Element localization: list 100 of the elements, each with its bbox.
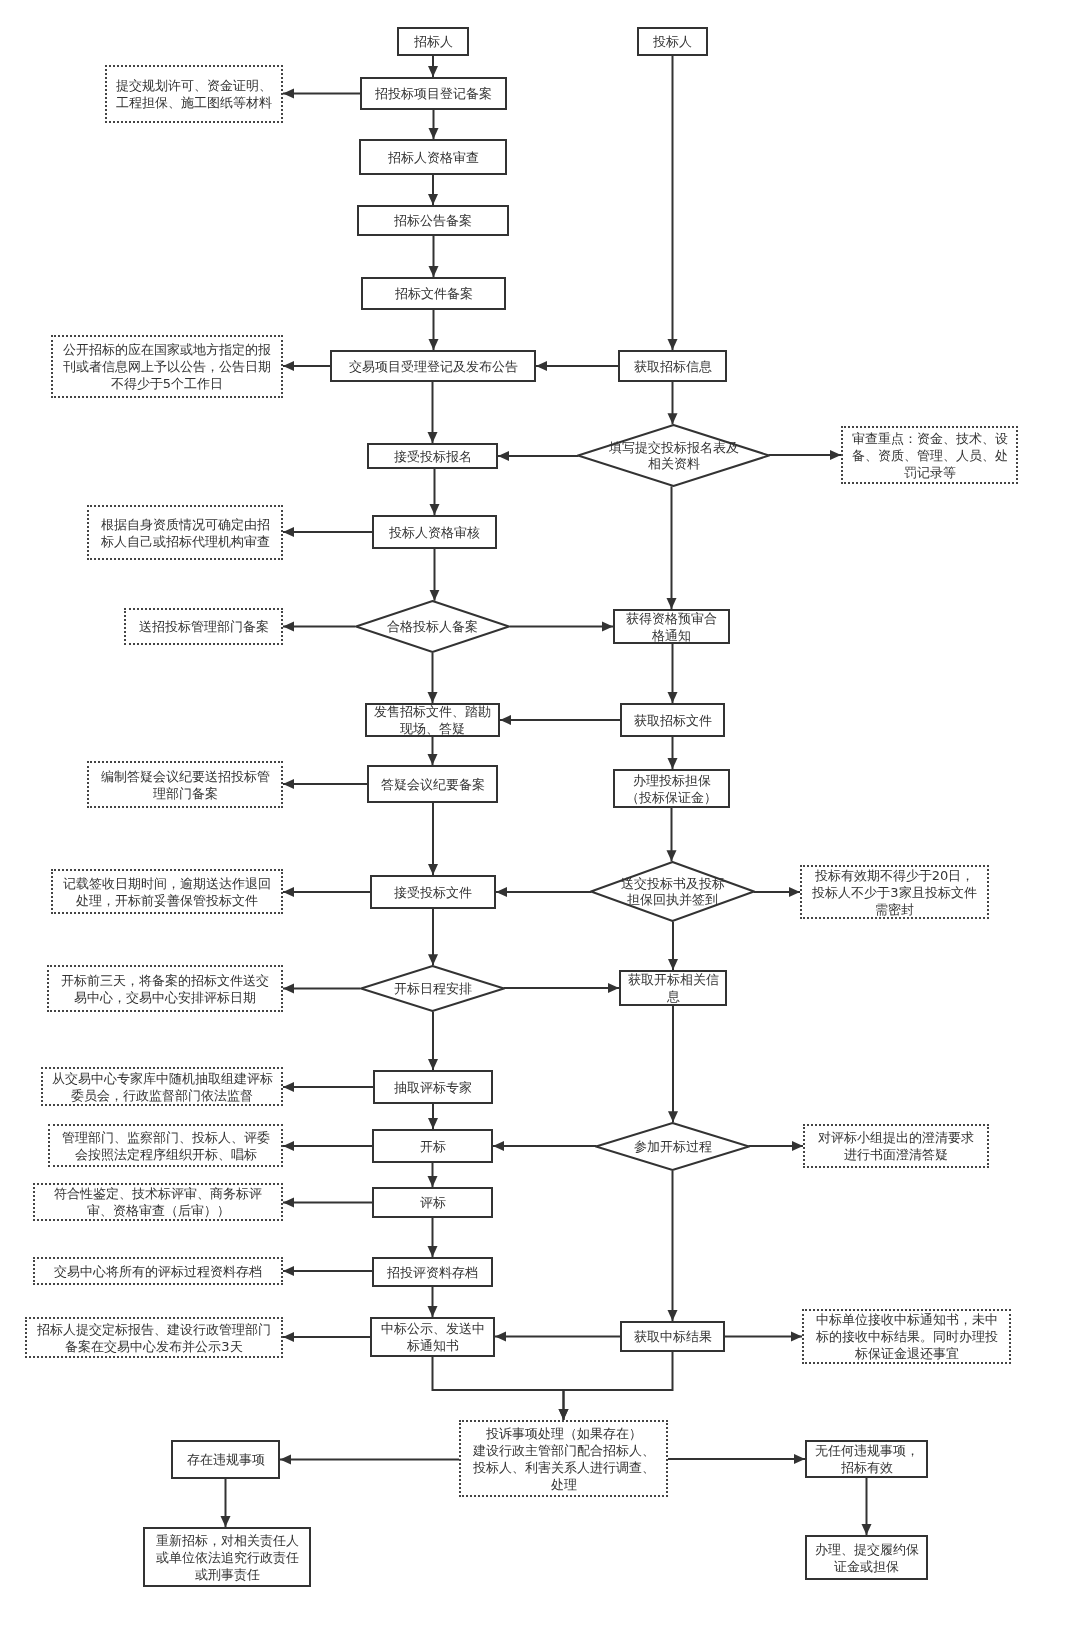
arrow (279, 1454, 460, 1465)
arrow (492, 1141, 598, 1151)
arrow (427, 1217, 438, 1258)
process-box (171, 1440, 280, 1479)
arrow (724, 1331, 803, 1342)
note-box (87, 505, 283, 560)
note-box (33, 1183, 283, 1221)
note-box (105, 65, 283, 123)
arrow (428, 309, 439, 351)
step-label: 招投标项目登记备案 (375, 85, 492, 102)
arrow (499, 715, 621, 725)
process-box (613, 609, 730, 644)
decision-diamond (577, 424, 770, 487)
arrow (668, 920, 678, 971)
arrow (429, 548, 440, 602)
note-box (124, 608, 283, 645)
step-label: 答疑会议纪要备案 (380, 775, 485, 793)
step-label: 投标人 (653, 33, 692, 50)
process-box (397, 27, 469, 56)
note-text: 符合性鉴定、技术标评审、商务标评审、资格审查（后审）） (53, 1185, 263, 1219)
arrow (428, 235, 439, 278)
decision-diamond (360, 965, 505, 1012)
arrow (667, 1170, 678, 1322)
arrow (282, 1141, 373, 1151)
arrow (428, 908, 438, 967)
arrow (666, 485, 677, 610)
arrow (502, 983, 620, 993)
step-label: 存在违规事项 (186, 1451, 265, 1468)
arrow (667, 643, 678, 704)
note-text: 送招投标管理部门备案 (138, 618, 269, 635)
process-box (367, 443, 498, 469)
note-text: 招标人提交定标报告、建设行政管理部门备案在交易中心发布并公示3天 (36, 1320, 272, 1355)
step-label: 获取招标信息 (633, 357, 712, 375)
note-text: 管理部门、监察部门、投标人、评委会按照法定程序组织开标、唱标 (60, 1128, 271, 1163)
arrow (747, 1141, 804, 1151)
arrow (494, 1331, 621, 1342)
arrow (667, 55, 678, 351)
note-box (33, 1257, 283, 1285)
arrow (429, 468, 440, 516)
arrow (861, 1477, 872, 1536)
step-label: 发售招标文件、踏勘现场、答疑 (373, 703, 492, 737)
note-box (48, 1124, 283, 1167)
note-text: 交易中心将所有的评标过程资料存档 (54, 1262, 262, 1280)
process-box (620, 1321, 725, 1352)
note-box (87, 761, 283, 808)
note-box (41, 1067, 283, 1106)
note-text: 审查重点：资金、技术、设备、资质、管理、人员、处罚记录等 (851, 429, 1008, 481)
arrow (282, 779, 368, 789)
arrow (427, 652, 438, 704)
process-box (618, 350, 727, 382)
decision-diamond (355, 600, 510, 653)
step-label: 招标公告备案 (394, 212, 472, 229)
note-text: 中标单位接收中标通知书，未中标的接收中标结果。同时办理投标保证金退还事宜 (814, 1311, 999, 1362)
arrow (497, 451, 580, 461)
step-label: 获得资格预审合格通知 (625, 609, 718, 644)
arrow (428, 174, 438, 206)
arrow (666, 807, 677, 863)
step-label: 招标文件备案 (394, 285, 473, 302)
step-label: 开标 (419, 1137, 446, 1155)
process-box (370, 875, 496, 909)
process-box (370, 1317, 495, 1357)
note-box (459, 1420, 668, 1497)
arrow (282, 1266, 373, 1276)
step-label: 办理、提交履约保证金或担保 (813, 1540, 920, 1575)
step-label: 办理投标担保（投标保证金） (625, 771, 718, 806)
arrow (220, 1478, 231, 1528)
process-box (143, 1527, 311, 1587)
note-text: 编制答疑会议纪要送招投标管理部门备案 (99, 767, 271, 802)
step-label: 交易项目受理登记及发布公告 (348, 357, 518, 375)
process-box (805, 1535, 928, 1580)
arrow (282, 88, 361, 99)
note-text: 提交规划许可、资金证明、工程担保、施工图纸等材料 (115, 77, 273, 111)
note-text: 投标有效期不得少于20日，投标人不少于3家且投标文件需密封 (811, 866, 978, 918)
step-label: 获取招标文件 (633, 711, 712, 729)
arrow (282, 1082, 374, 1092)
step-label: 参加开标过程 (633, 1138, 712, 1155)
arrow (428, 109, 439, 140)
decision-diamond (590, 861, 755, 922)
arrow (535, 361, 619, 371)
note-box (803, 1124, 989, 1168)
arrow (668, 1005, 678, 1124)
arrow (767, 450, 842, 460)
arrow (428, 802, 438, 876)
arrow (282, 361, 331, 371)
arrow (427, 736, 438, 766)
step-label: 无任何违规事项，招标有效 (813, 1442, 920, 1476)
process-box (360, 77, 507, 110)
note-text: 记载签收日期时间，逾期送达作退回处理，开标前妥善保管投标文件 (62, 874, 272, 909)
process-box (330, 350, 536, 382)
arrow (752, 887, 801, 897)
note-box (802, 1309, 1011, 1364)
process-box (619, 970, 727, 1006)
note-text: 根据自身资质情况可确定由招标人自己或招标代理机构审查 (99, 515, 271, 550)
arrow (509, 621, 614, 632)
note-text: 开标前三天，将备案的招标文件送交易中心，交易中心安排评标日期 (60, 971, 270, 1006)
arrow (282, 983, 361, 994)
arrow (428, 1010, 438, 1071)
step-label: 投标人资格审核 (389, 523, 480, 541)
arrow (428, 1103, 438, 1130)
note-text: 从交易中心专家库中随机抽取组建评标委员会，行政监督部门依法监督 (51, 1069, 273, 1104)
